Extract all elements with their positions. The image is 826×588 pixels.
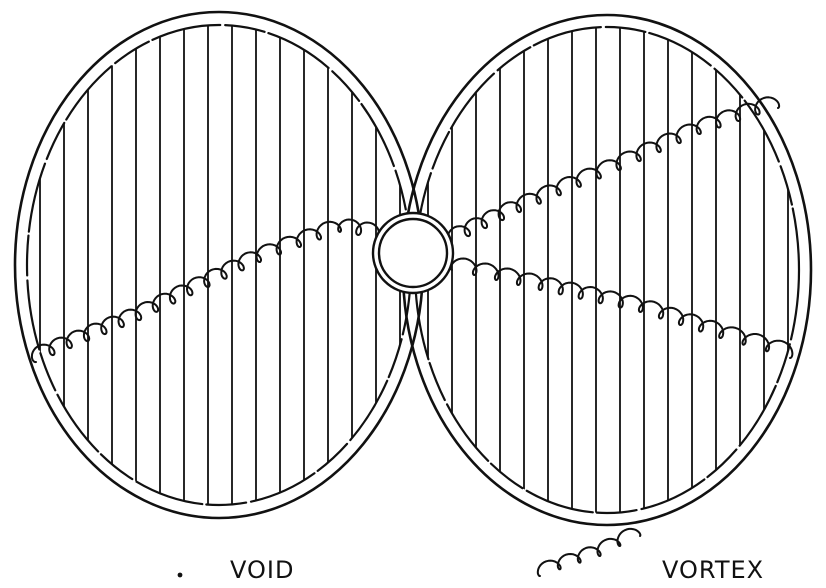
right-lobe bbox=[401, 13, 813, 527]
right-lobe-outer-boundary bbox=[401, 13, 813, 527]
right-lobe-vortex-upper bbox=[446, 96, 781, 246]
void-legend-dot bbox=[177, 572, 183, 578]
left-lobe-hatching bbox=[39, 25, 401, 505]
right-lobe-hatching bbox=[427, 27, 789, 513]
left-lobe-outer-boundary bbox=[13, 10, 425, 520]
right-lobe-vortex-lower bbox=[449, 257, 794, 359]
left-lobe-vortex-filament bbox=[30, 218, 381, 364]
left-lobe-inner-boundary bbox=[25, 23, 413, 507]
left-lobe bbox=[13, 10, 425, 520]
central-void-inner-ring bbox=[377, 217, 449, 289]
vortex-legend-symbol bbox=[536, 527, 642, 577]
central-void bbox=[371, 211, 455, 295]
vortex-legend-label: VORTEX bbox=[662, 556, 765, 584]
void-legend-label: VOID bbox=[230, 556, 295, 584]
